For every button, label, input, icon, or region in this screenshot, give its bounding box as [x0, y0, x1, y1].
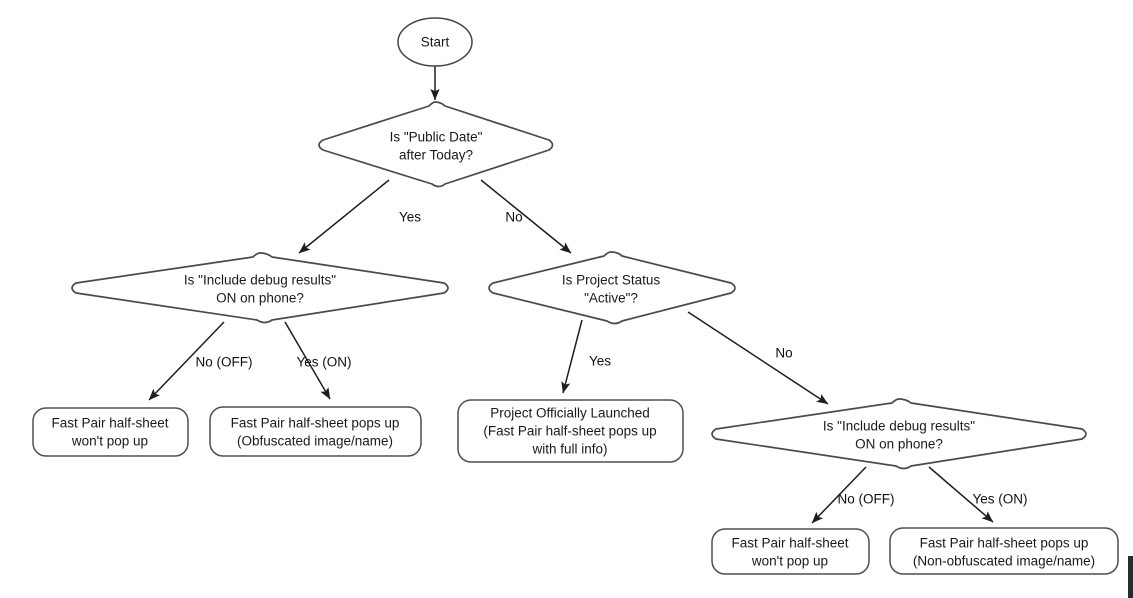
edges-layer: Yes No No (OFF) Yes (ON)	[148, 66, 1028, 524]
node-terminal-launched-line-2: (Fast Pair half-sheet pops up	[483, 424, 656, 439]
node-start[interactable]: Start	[397, 17, 473, 67]
edge-label-yes-project-status: Yes	[589, 354, 611, 369]
node-terminal-left-on-line-2: (Obfuscated image/name)	[237, 434, 393, 449]
edge-debug-left-on[interactable]	[284, 321, 331, 400]
node-decision-project-status-line-2: "Active"?	[584, 291, 638, 306]
nodes-layer: Start Is "Public Date" after Today? Is "…	[32, 17, 1119, 575]
node-terminal-left-off-line-2: won't pop up	[71, 434, 148, 449]
node-decision-public-date[interactable]: Is "Public Date" after Today?	[318, 101, 554, 188]
node-terminal-left-off[interactable]: Fast Pair half-sheet won't pop up	[32, 407, 189, 457]
node-terminal-launched[interactable]: Project Officially Launched (Fast Pair h…	[457, 399, 684, 463]
edge-label-no-off-right: No (OFF)	[838, 492, 895, 507]
node-terminal-right-on-line-2: (Non-obfuscated image/name)	[913, 554, 1095, 569]
node-terminal-launched-line-3: with full info)	[531, 442, 607, 457]
edge-public-date-no[interactable]	[480, 179, 572, 254]
node-terminal-left-on[interactable]: Fast Pair half-sheet pops up (Obfuscated…	[209, 406, 422, 457]
node-decision-debug-right-line-2: ON on phone?	[855, 437, 943, 452]
edge-project-status-yes[interactable]	[561, 319, 583, 394]
node-terminal-right-off-line-1: Fast Pair half-sheet	[731, 536, 848, 551]
node-decision-debug-right[interactable]: Is "Include debug results" ON on phone?	[711, 398, 1087, 470]
node-terminal-left-off-line-1: Fast Pair half-sheet	[51, 416, 168, 431]
node-decision-debug-left-line-2: ON on phone?	[216, 291, 304, 306]
edge-label-no-project-status: No	[775, 346, 792, 361]
node-decision-public-date-line-1: Is "Public Date"	[390, 130, 483, 145]
edge-project-status-no[interactable]	[687, 311, 829, 405]
edge-label-no-off-left: No (OFF)	[196, 355, 253, 370]
edge-label-yes-on-left: Yes (ON)	[296, 355, 351, 370]
node-decision-project-status-line-1: Is Project Status	[562, 273, 661, 288]
node-decision-debug-left[interactable]: Is "Include debug results" ON on phone?	[71, 252, 449, 324]
node-decision-public-date-line-2: after Today?	[399, 148, 473, 163]
edge-label-yes-on-right: Yes (ON)	[972, 492, 1027, 507]
edge-label-no-public-date: No	[505, 210, 522, 225]
node-start-label: Start	[421, 35, 450, 50]
node-terminal-right-on-line-1: Fast Pair half-sheet pops up	[920, 536, 1089, 551]
edge-label-yes-public-date: Yes	[399, 210, 421, 225]
edge-public-date-yes[interactable]	[298, 179, 390, 254]
node-terminal-right-off-line-2: won't pop up	[751, 554, 828, 569]
node-decision-debug-left-line-1: Is "Include debug results"	[184, 273, 336, 288]
edge-debug-left-off[interactable]	[148, 321, 225, 401]
node-terminal-left-on-line-1: Fast Pair half-sheet pops up	[231, 416, 400, 431]
page-edge-artifact	[1128, 556, 1133, 598]
node-terminal-right-on[interactable]: Fast Pair half-sheet pops up (Non-obfusc…	[889, 527, 1119, 575]
node-decision-debug-right-line-1: Is "Include debug results"	[823, 419, 975, 434]
edge-debug-right-on[interactable]	[928, 466, 994, 523]
node-decision-project-status[interactable]: Is Project Status "Active"?	[488, 251, 736, 325]
node-terminal-right-off[interactable]: Fast Pair half-sheet won't pop up	[711, 528, 870, 575]
node-terminal-launched-line-1: Project Officially Launched	[490, 406, 650, 421]
edge-debug-right-off[interactable]	[811, 466, 867, 524]
